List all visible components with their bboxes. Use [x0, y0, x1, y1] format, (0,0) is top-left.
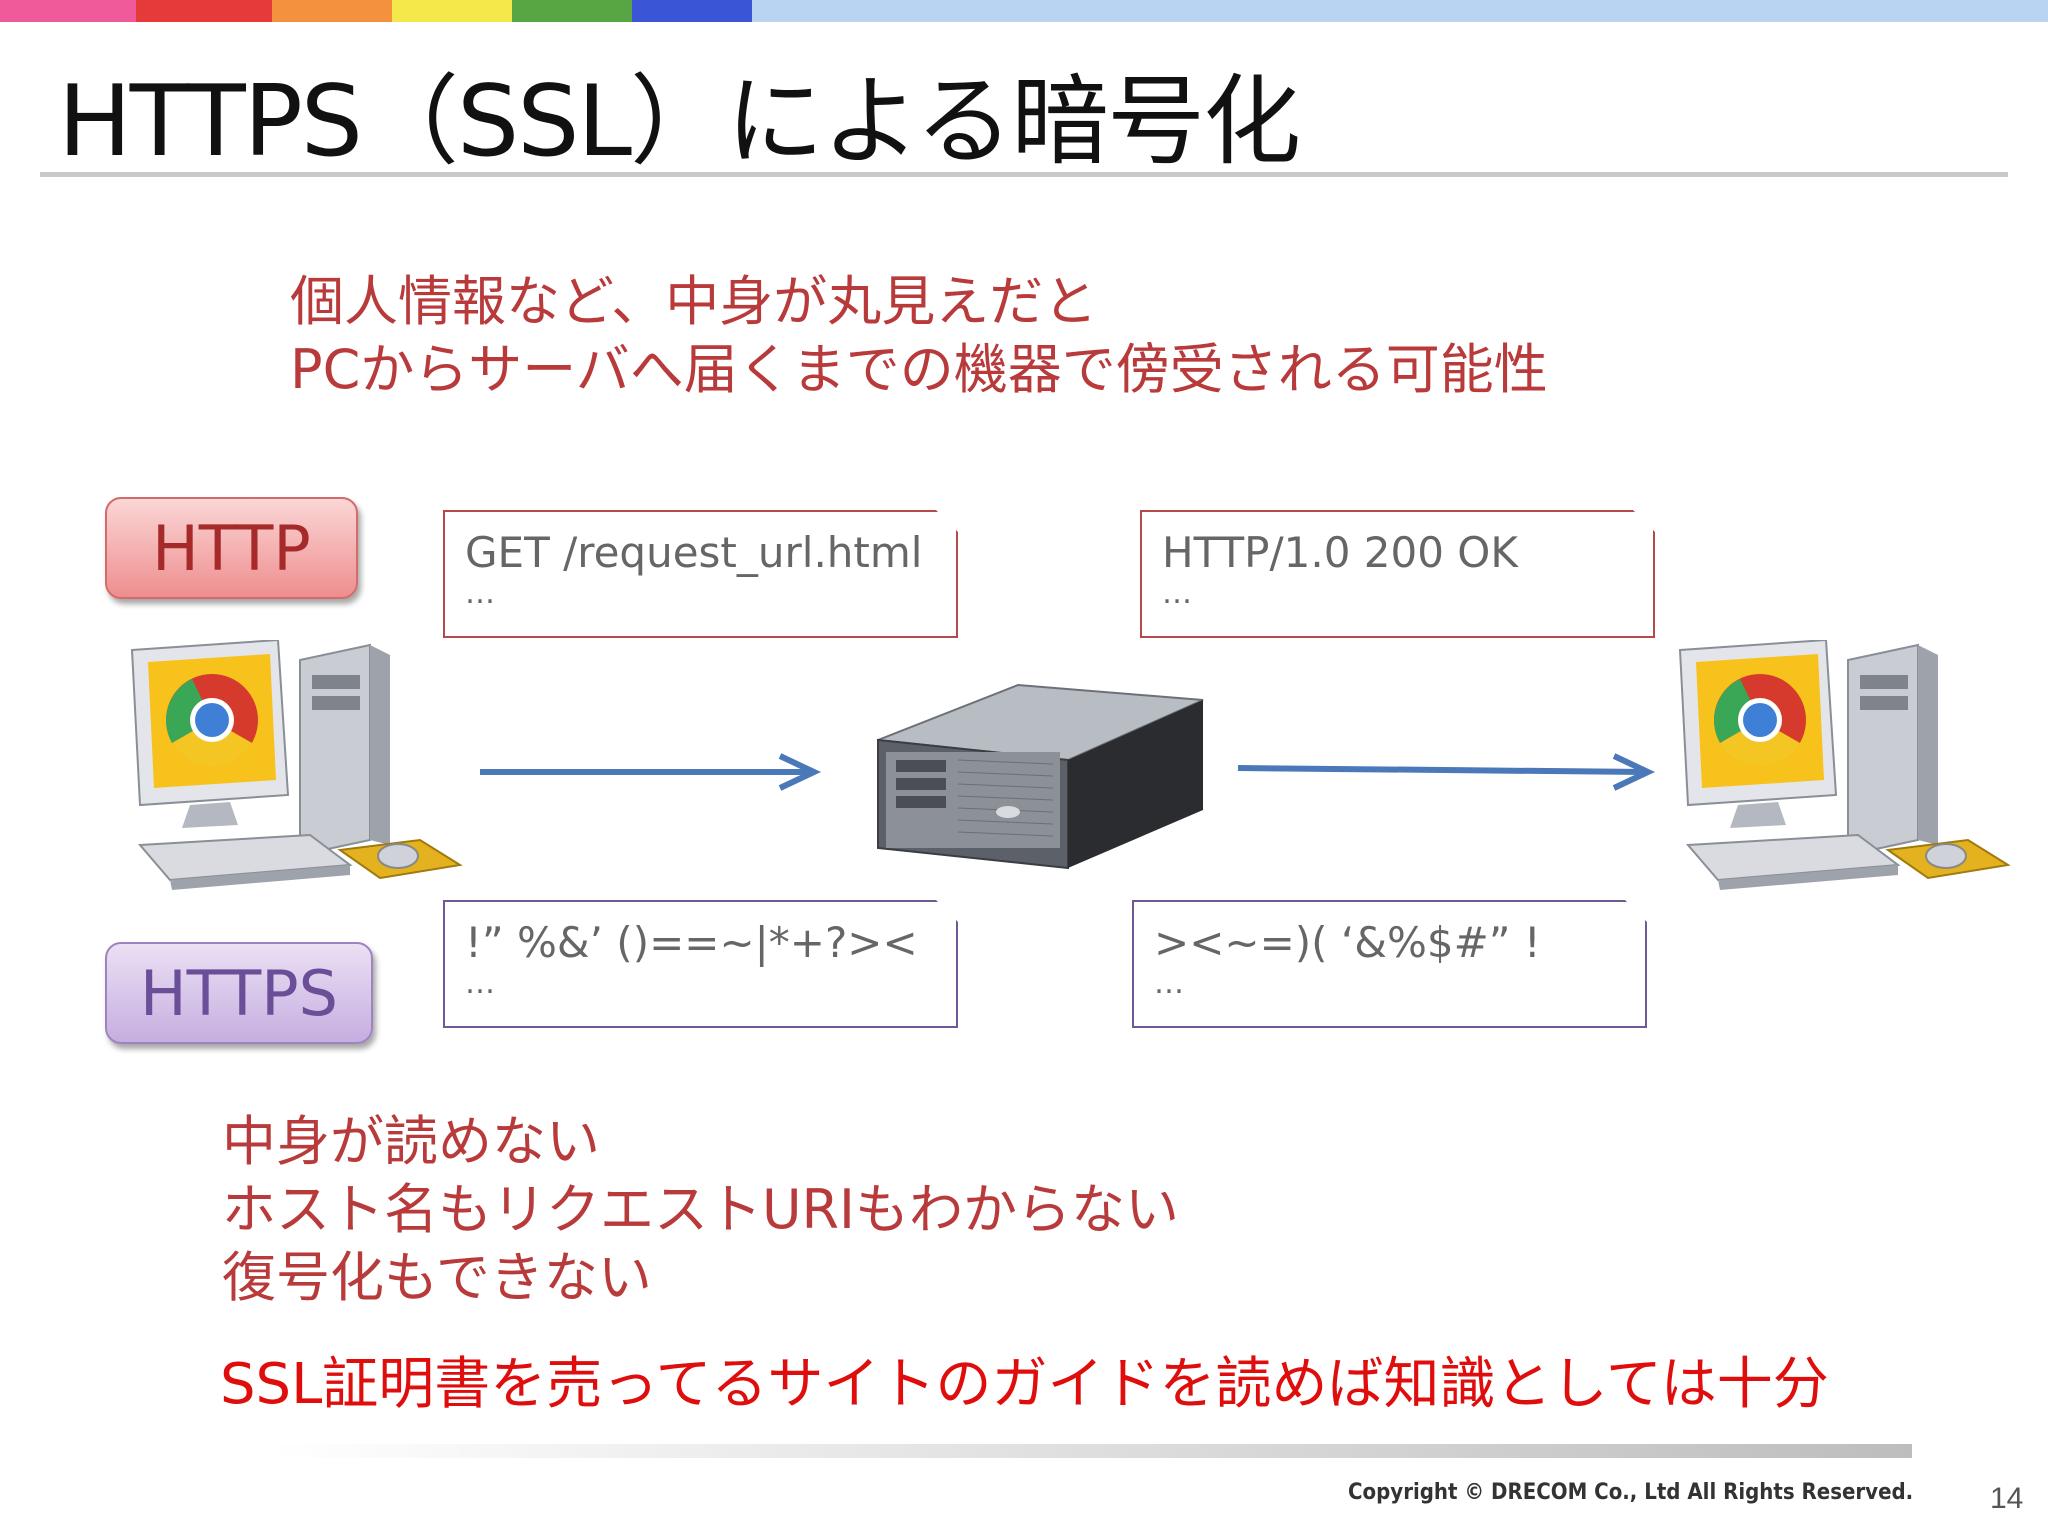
message-ellipsis: … [1162, 576, 1194, 611]
arrow-right-icon [480, 753, 822, 791]
intro-line: PCからサーバへ届くまでの機器で傍受される可能性 [290, 338, 1548, 401]
https-benefits-list: 中身が読めない ホスト名もリクエストURIもわからない 復号化もできない [222, 1108, 1179, 1312]
top-color-bar [0, 0, 2048, 22]
intro-line: 個人情報など、中身が丸見えだと [290, 270, 1098, 333]
color-bar-segment [392, 0, 512, 22]
destination-computer-icon [1678, 640, 2011, 890]
http-response-message: HTTP/1.0 200 OK … [1140, 510, 1655, 638]
color-bar-segment [272, 0, 392, 22]
https-label: HTTPS [105, 942, 373, 1044]
footer-divider [270, 1444, 1912, 1458]
list-item: 復号化もできない [222, 1246, 652, 1309]
message-line: ><~=)( ‘&%$#” ! [1154, 918, 1541, 967]
color-bar-segment [632, 0, 752, 22]
color-bar-segment [0, 0, 136, 22]
list-item: 中身が読めない [222, 1110, 600, 1173]
message-line: HTTP/1.0 200 OK [1162, 528, 1518, 577]
title-divider [40, 172, 2008, 177]
color-bar-segment [752, 0, 2048, 22]
slide-title: HTTPS（SSL）による暗号化 [58, 65, 1301, 179]
https-request-message: !” %&’ ()==~|*+?>< … [443, 900, 958, 1028]
list-item: ホスト名もリクエストURIもわからない [222, 1178, 1179, 1241]
message-ellipsis: … [1154, 966, 1186, 1001]
arrow-right-icon [1237, 753, 1656, 791]
server-icon [877, 683, 1204, 870]
client-computer-icon [130, 640, 463, 890]
copyright-text: Copyright © DRECOM Co., Ltd All Rights R… [1348, 1480, 1914, 1505]
http-label: HTTP [105, 497, 358, 599]
intro-text: 個人情報など、中身が丸見えだと PCからサーバへ届くまでの機器で傍受される可能性 [290, 268, 1548, 404]
https-response-message: ><~=)( ‘&%$#” ! … [1132, 900, 1647, 1028]
message-ellipsis: … [465, 966, 497, 1001]
color-bar-segment [512, 0, 632, 22]
message-line: GET /request_url.html [465, 528, 923, 577]
http-request-message: GET /request_url.html … [443, 510, 958, 638]
page-number: 14 [1990, 1482, 2024, 1515]
message-line: !” %&’ ()==~|*+?>< [465, 918, 918, 967]
message-ellipsis: … [465, 576, 497, 611]
color-bar-segment [136, 0, 272, 22]
emphasis-note: SSL証明書を売ってるサイトのガイドを読めば知識としては十分 [220, 1352, 1829, 1417]
